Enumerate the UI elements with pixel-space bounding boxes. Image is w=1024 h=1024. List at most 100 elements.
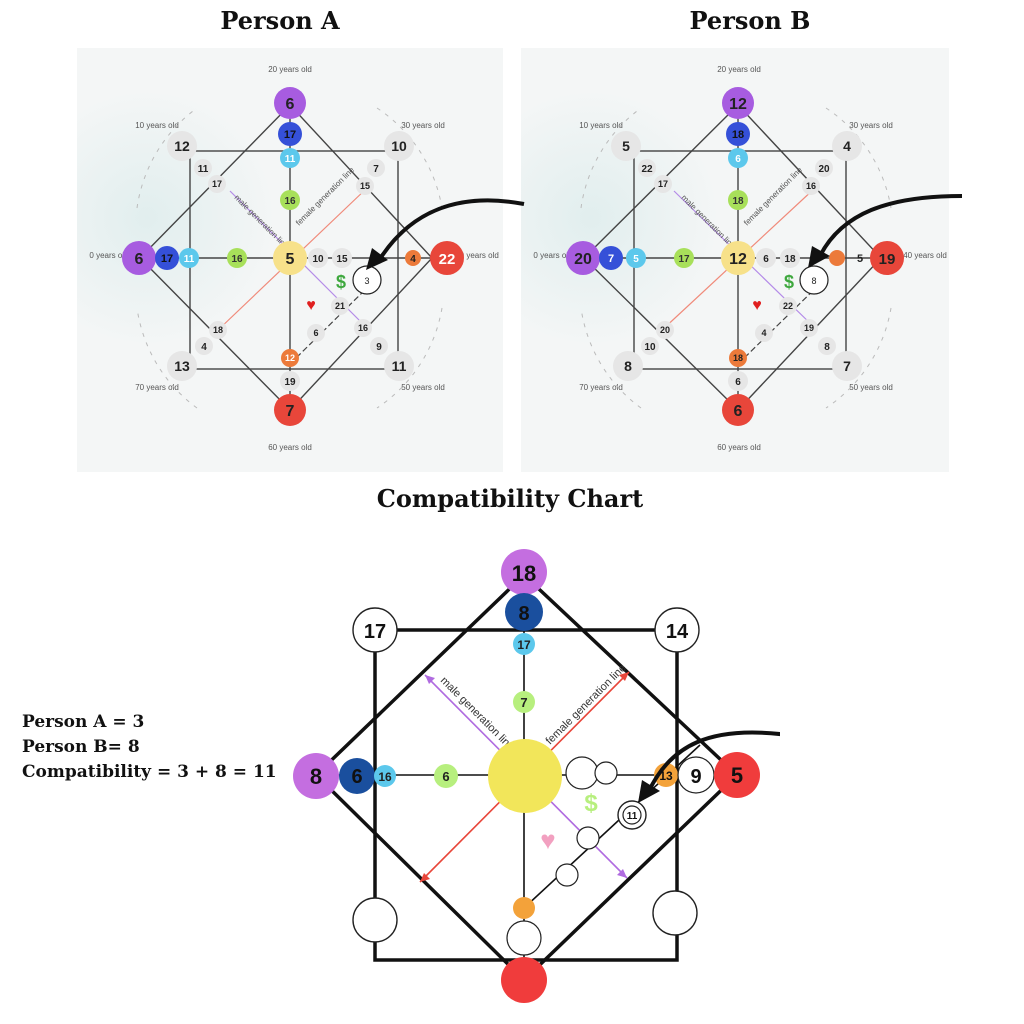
compat-top-2 bbox=[505, 593, 543, 631]
node-tr-outer-label: 10 bbox=[391, 138, 407, 154]
age-50: 50 years old bbox=[401, 383, 445, 392]
compat-right-outer bbox=[714, 752, 760, 798]
compatibility-chart: male generation line female generation l… bbox=[280, 545, 780, 1005]
node-top-2-label: 17 bbox=[284, 129, 296, 141]
node-tr-outer-label: 4 bbox=[843, 138, 851, 154]
compat-top-outer-label: 18 bbox=[512, 561, 536, 586]
node-line-1 bbox=[331, 297, 349, 315]
node-tl-inner-label: 22 bbox=[641, 164, 653, 175]
node-line-1-label: 21 bbox=[335, 301, 345, 311]
compat-bottom-2 bbox=[506, 920, 542, 956]
compatibility-diagram: male generation line female generation l… bbox=[293, 549, 780, 1003]
node-diag-bl-label: 18 bbox=[213, 325, 223, 335]
compat-pointer-arrow bbox=[646, 730, 780, 794]
compat-left-outer-label: 8 bbox=[310, 764, 322, 789]
female-arrow-head-2 bbox=[420, 873, 430, 882]
compat-tr-label: 14 bbox=[666, 621, 689, 643]
compat-left-3-label: 16 bbox=[378, 770, 392, 784]
compatibility-value: Compatibility = 3 + 8 = 11 bbox=[22, 762, 277, 782]
node-tl-outer bbox=[167, 131, 197, 161]
node-tr-inner bbox=[367, 159, 385, 177]
compat-top-4 bbox=[513, 691, 535, 713]
person-b-title: Person B bbox=[689, 6, 811, 35]
node-bottom-outer-label: 6 bbox=[734, 403, 743, 420]
node-tl-outer bbox=[611, 131, 641, 161]
age-70: 70 years old bbox=[135, 383, 179, 392]
compat-right-outer-label: 5 bbox=[731, 763, 743, 788]
node-right-row-1 bbox=[308, 248, 328, 268]
compat-left-outer bbox=[293, 753, 339, 799]
node-right-inner-label: 4 bbox=[410, 254, 416, 265]
node-diag-tr bbox=[356, 177, 374, 195]
compat-left-2 bbox=[339, 758, 375, 794]
node-top-outer-label: 6 bbox=[286, 96, 295, 113]
age-30: 30 years old bbox=[401, 121, 445, 130]
node-bottom-2 bbox=[728, 371, 748, 391]
node-br-outer bbox=[832, 351, 862, 381]
compat-top-4-label: 7 bbox=[520, 695, 527, 710]
age-10: 10 years old bbox=[579, 121, 623, 130]
node-br-inner bbox=[370, 337, 388, 355]
node-bottom-2-label: 19 bbox=[284, 377, 296, 388]
compat-right-4-label: 9 bbox=[690, 766, 701, 788]
node-diag-tr-label: 16 bbox=[806, 181, 816, 191]
node-tl-inner bbox=[638, 159, 656, 177]
node-bl-outer-label: 8 bbox=[624, 358, 632, 374]
age-70: 70 years old bbox=[579, 383, 623, 392]
node-diag-br bbox=[354, 319, 372, 337]
node-diag-bl bbox=[209, 321, 227, 339]
money-icon: $ bbox=[784, 272, 794, 292]
node-left-3-label: 5 bbox=[633, 254, 639, 265]
node-top-4 bbox=[280, 190, 300, 210]
node-right-row-1-label: 6 bbox=[763, 254, 769, 265]
node-tr-inner-label: 20 bbox=[818, 164, 830, 175]
node-diag-br-label: 19 bbox=[804, 323, 814, 333]
female-line-label: female generation line bbox=[294, 165, 356, 227]
compat-male-label: male generation line bbox=[438, 675, 517, 754]
node-top-outer bbox=[274, 87, 306, 119]
node-top-3-label: 11 bbox=[285, 154, 296, 165]
node-right-inner-label: 5 bbox=[857, 253, 863, 265]
age-0: 0 years old bbox=[533, 251, 572, 260]
compat-center bbox=[488, 739, 562, 813]
compat-left-2-label: 6 bbox=[351, 766, 362, 788]
compat-left-4-label: 6 bbox=[442, 769, 449, 784]
node-circled-label: 3 bbox=[364, 276, 369, 286]
age-60: 60 years old bbox=[268, 443, 312, 452]
node-center-label: 5 bbox=[286, 251, 295, 268]
compat-tr bbox=[654, 607, 700, 653]
node-right-inner-orange bbox=[829, 250, 845, 266]
heart-icon: ♥ bbox=[752, 297, 762, 314]
money-icon: $ bbox=[336, 272, 346, 292]
node-top-4-label: 16 bbox=[284, 196, 296, 207]
node-left-outer bbox=[566, 241, 600, 275]
node-center bbox=[721, 241, 755, 275]
node-line-1-label: 22 bbox=[783, 301, 793, 311]
node-circled-label: 8 bbox=[811, 276, 816, 286]
node-top-4 bbox=[728, 190, 748, 210]
node-bottom-inner bbox=[281, 349, 299, 367]
node-left-2-label: 17 bbox=[161, 253, 173, 265]
node-br-inner bbox=[818, 337, 836, 355]
age-10: 10 years old bbox=[135, 121, 179, 130]
node-br-outer-label: 11 bbox=[392, 358, 407, 374]
node-center-label: 12 bbox=[729, 251, 747, 268]
node-bl-inner-label: 4 bbox=[201, 342, 207, 353]
node-bl-outer-label: 13 bbox=[174, 358, 190, 374]
node-diag-tl-label: 17 bbox=[212, 179, 222, 189]
node-center bbox=[273, 241, 307, 275]
compatibility-chart-title: Compatibility Chart bbox=[376, 484, 644, 513]
compat-money-icon: $ bbox=[584, 790, 598, 817]
compat-bottom-outer bbox=[501, 957, 547, 1003]
compat-heart-icon: ♥ bbox=[540, 825, 555, 855]
compat-top-3 bbox=[513, 633, 535, 655]
node-bottom-inner-label: 12 bbox=[285, 353, 295, 363]
person-a-chart: 0 years old 10 years old 20 years old 30… bbox=[77, 48, 503, 472]
node-left-4 bbox=[674, 248, 694, 268]
node-tr-outer bbox=[832, 131, 862, 161]
compat-circled-label: 11 bbox=[627, 811, 638, 822]
node-diag-tr bbox=[802, 177, 820, 195]
age-50: 50 years old bbox=[849, 383, 893, 392]
node-top-outer bbox=[722, 87, 754, 119]
compat-line-2 bbox=[576, 826, 600, 850]
